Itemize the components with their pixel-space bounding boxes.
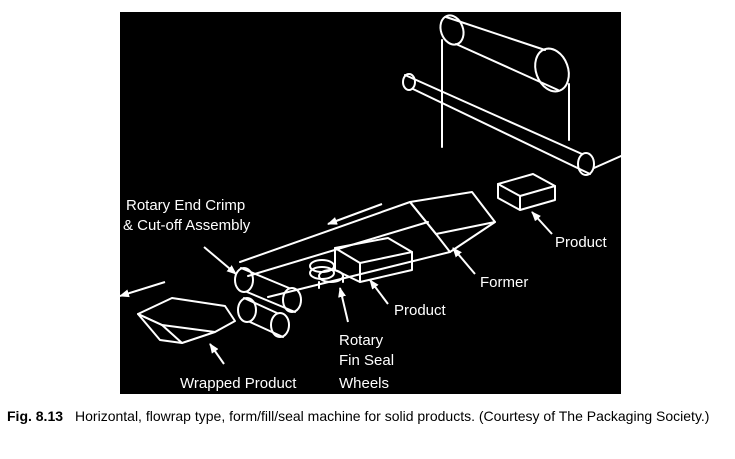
label-fin-seal-3: Wheels [339, 375, 389, 392]
label-product-right: Product [555, 234, 608, 251]
caption-text: Horizontal, flowrap type, form/fill/seal… [75, 408, 710, 424]
label-product-center: Product [394, 302, 447, 319]
pointer-former [452, 247, 476, 275]
wrapped-product [137, 297, 236, 344]
guide-roller [402, 73, 621, 176]
figure-caption: Fig. 8.13 Horizontal, flowrap type, form/… [7, 407, 729, 426]
pointer-product-center [369, 279, 389, 305]
pointer-fin-seal [338, 287, 349, 323]
film-roll [439, 14, 570, 93]
label-former: Former [480, 274, 528, 291]
pointer-product-right [531, 211, 553, 235]
figure-number: Fig. 8.13 [7, 408, 64, 424]
film-web [441, 39, 570, 148]
product-center [334, 237, 413, 283]
pointer-wrapped-product [209, 343, 225, 365]
flow-arrow-upper [327, 203, 383, 225]
label-end-crimp-2: & Cut-off Assembly [123, 217, 251, 234]
label-fin-seal-1: Rotary [339, 332, 384, 349]
flow-arrow-left [120, 281, 166, 298]
machine-diagram: Rotary End Crimp & Cut-off Assembly Prod… [120, 12, 621, 394]
former [409, 191, 496, 253]
label-end-crimp-1: Rotary End Crimp [126, 197, 245, 214]
label-wrapped-product: Wrapped Product [180, 375, 297, 392]
fin-seal-wheels [309, 259, 344, 289]
pointer-end-crimp [203, 246, 237, 275]
film-tube [239, 201, 451, 298]
end-crimp-rollers [234, 267, 302, 338]
diagram-svg: Rotary End Crimp & Cut-off Assembly Prod… [120, 14, 621, 392]
product-incoming [497, 173, 556, 211]
label-fin-seal-2: Fin Seal [339, 352, 394, 369]
